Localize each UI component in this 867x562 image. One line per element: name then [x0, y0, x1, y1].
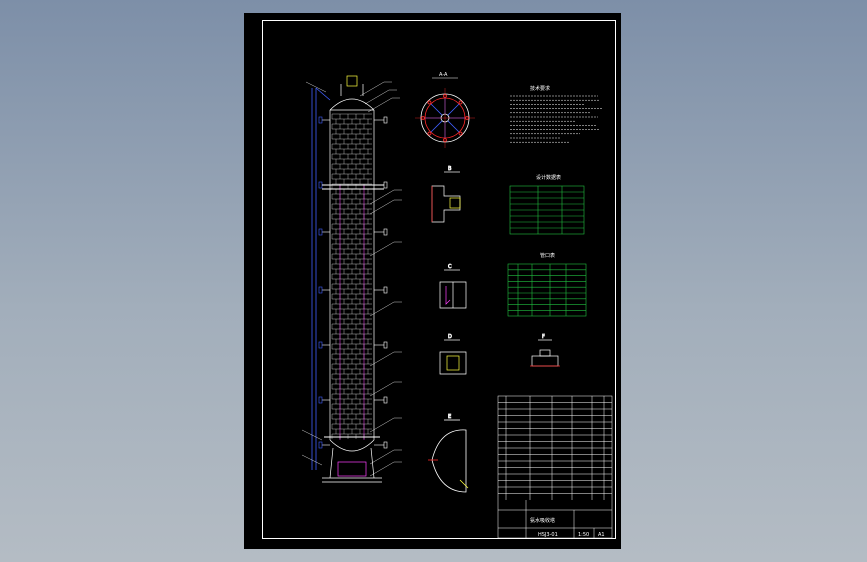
section-tag-3: C: [448, 264, 452, 270]
section-tag-1: A-A: [439, 72, 448, 78]
section-tag-5: E: [448, 414, 451, 420]
section-tag-6: F: [542, 334, 545, 340]
drawing-frame: [262, 20, 616, 539]
revision-label: A1: [598, 532, 605, 538]
detail-view-b: B: [431, 166, 461, 223]
tech-requirements: 技术要求: [510, 85, 602, 143]
nozzle-table: 管口表: [507, 252, 587, 317]
detail-view-d: D: [439, 334, 467, 375]
title-block-code: HSJ3-01: [538, 532, 558, 538]
elliptical-head-icon: E: [428, 414, 469, 493]
detail-view-c: C: [439, 264, 467, 309]
title-block-name: 氨水吸收塔: [530, 517, 555, 524]
section-tag-4: D: [448, 334, 452, 340]
detail-view-f: F: [530, 334, 560, 367]
design-table-title: 设计数据表: [536, 174, 561, 181]
section-tag-2: B: [448, 166, 452, 172]
title-block: 氨水吸收塔 HSJ3-01 1:50 A1: [497, 395, 613, 539]
tower-icon: [322, 75, 382, 483]
packing-pattern: [331, 113, 372, 439]
tower-side-pipe: [311, 87, 331, 470]
tower-inner-lines: [339, 185, 365, 440]
distributor-plate: [322, 184, 384, 438]
design-data-table: 设计数据表: [509, 174, 585, 235]
tech-requirements-title: 技术要求: [530, 85, 550, 92]
tower-callouts: [301, 81, 402, 477]
tower-nozzles: [318, 116, 388, 449]
flange-section-icon: A-A: [415, 72, 475, 148]
nozzle-table-title: 管口表: [540, 252, 555, 259]
title-block-scale: 1:50: [578, 532, 589, 538]
